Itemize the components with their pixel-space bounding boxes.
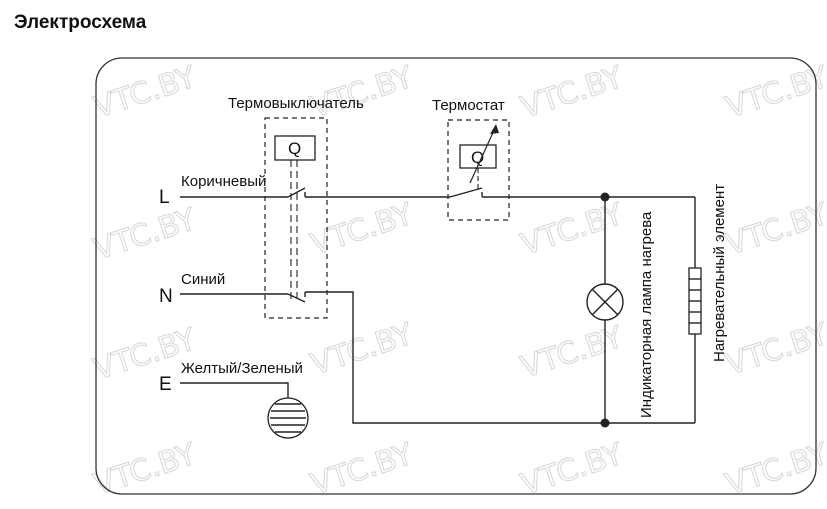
wire-label-blue: Синий xyxy=(181,271,225,288)
ground-icon xyxy=(267,397,309,439)
thermal-switch-label: Термовыключатель xyxy=(228,95,364,112)
indicator-lamp-icon xyxy=(586,283,624,321)
heating-element-label: Нагревательный элемент xyxy=(711,184,728,362)
thermostat: Q xyxy=(447,119,510,221)
earth-wire xyxy=(180,382,289,398)
thermostat-coil-label: Q xyxy=(471,148,484,167)
junction-dot xyxy=(600,418,610,428)
watermark: VTC.BY xyxy=(517,197,628,263)
junction-dot xyxy=(600,192,610,202)
watermark: VTC.BY xyxy=(90,437,201,503)
watermark: VTC.BY xyxy=(90,60,201,126)
terminal-e: E xyxy=(159,374,172,395)
watermark: VTC.BY xyxy=(517,437,628,503)
indicator-lamp-label: Индикаторная лампа нагрева xyxy=(638,211,655,418)
watermark: VTC.BY xyxy=(90,202,201,268)
thermal-switch-coil-label: Q xyxy=(288,139,301,158)
watermark: VTC.BY xyxy=(307,60,418,126)
watermark: VTC.BY xyxy=(517,60,628,126)
thermal-switch: Q xyxy=(264,117,328,319)
page-title: Электросхема xyxy=(14,12,147,33)
watermark: VTC.BY xyxy=(307,437,418,503)
heating-element-icon xyxy=(688,267,702,335)
watermark: VTC.BY xyxy=(90,322,201,388)
watermark: VTC.BY xyxy=(307,317,418,383)
wire-label-yellow-green: Желтый/Зеленый xyxy=(181,360,303,377)
watermark: VTC.BY xyxy=(722,317,827,383)
watermark: VTC.BY xyxy=(722,197,827,263)
watermark: VTC.BY xyxy=(722,437,827,503)
diagram-frame xyxy=(95,57,817,495)
wire-label-brown: Коричневый xyxy=(181,173,266,190)
watermark: VTC.BY xyxy=(307,197,418,263)
terminal-n: N xyxy=(159,286,173,307)
watermark: VTC.BY xyxy=(517,320,628,386)
terminal-l: L xyxy=(159,187,170,208)
thermostat-label: Термостат xyxy=(432,97,505,114)
